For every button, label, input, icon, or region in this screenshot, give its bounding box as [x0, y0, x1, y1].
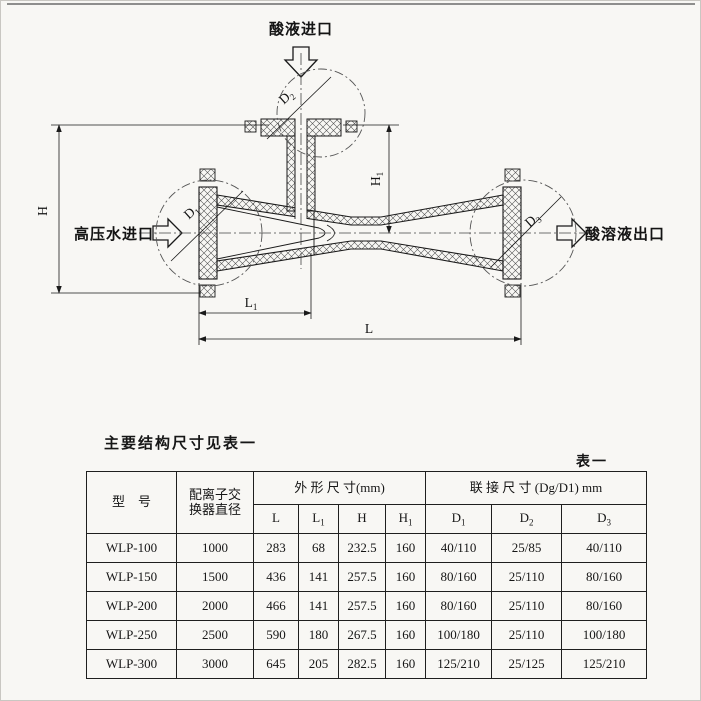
cell-D3: 80/160: [561, 562, 648, 592]
ejector-section-drawing: H H1 L1 L D1 D2 D3 酸液进口 高压水进口 酸溶液出口: [35, 20, 665, 345]
cell-L: 436: [253, 562, 299, 592]
col-header-L1: L1: [298, 504, 339, 534]
cell-diameter: 3000: [176, 649, 254, 679]
cell-D2: 25/125: [491, 649, 563, 679]
cell-model: WLP-200: [86, 591, 177, 621]
cell-L: 590: [253, 620, 299, 650]
cell-D3: 100/180: [561, 620, 648, 650]
cell-D1: 80/160: [425, 591, 493, 621]
cell-D3: 40/110: [561, 533, 648, 563]
cell-H1: 160: [384, 533, 427, 563]
col-header-connect-dims: 联 接 尺 寸 (Dg/D1) mm: [425, 471, 648, 505]
col-header-H: H: [338, 504, 386, 534]
bolt-circle-left: [155, 179, 263, 287]
leader-D2: [266, 76, 332, 140]
cell-model: WLP-150: [86, 562, 177, 592]
table-row: WLP-300 3000 645 205 282.5 160 125/210 2…: [86, 649, 648, 679]
cell-D2: 25/110: [491, 620, 563, 650]
outlet-label: 酸溶液出口: [585, 225, 665, 243]
cell-D3: 125/210: [561, 649, 648, 679]
dim-label-D2: D2: [276, 86, 298, 108]
cell-H1: 160: [384, 591, 427, 621]
cell-H: 282.5: [338, 649, 386, 679]
col-header-D2: D2: [491, 504, 563, 534]
cell-model: WLP-250: [86, 620, 177, 650]
acid-inlet-label: 酸液进口: [269, 20, 333, 38]
cell-D1: 40/110: [425, 533, 493, 563]
cell-L1: 141: [298, 562, 339, 592]
cell-D2: 25/85: [491, 533, 563, 563]
scan-edge-artifact: [7, 3, 695, 5]
cell-H: 257.5: [338, 591, 386, 621]
centerlines: [139, 53, 599, 269]
cell-D1: 100/180: [425, 620, 493, 650]
dim-label-H: H: [35, 206, 50, 216]
dim-label-L1: L1: [245, 295, 258, 312]
top-flange-right: [306, 118, 342, 137]
cell-L: 645: [253, 649, 299, 679]
leader-D1: [170, 190, 244, 262]
table-row: WLP-100 1000 283 68 232.5 160 40/110 25/…: [86, 533, 648, 563]
cell-D1: 125/210: [425, 649, 493, 679]
cell-model: WLP-100: [86, 533, 177, 563]
branch-bore-cut: [295, 205, 307, 219]
bolt-circle-right: [469, 179, 577, 287]
cell-diameter: 2000: [176, 591, 254, 621]
water-inlet-label: 高压水进口: [74, 225, 154, 243]
cell-H1: 160: [384, 620, 427, 650]
outlet-arrow-icon: [556, 217, 587, 249]
table-row: WLP-250 2500 590 180 267.5 160 100/180 2…: [86, 620, 648, 650]
dim-label-D3: D3: [522, 209, 544, 232]
cell-diameter: 1000: [176, 533, 254, 563]
cell-L1: 68: [298, 533, 339, 563]
cell-L1: 180: [298, 620, 339, 650]
col-header-D1: D1: [425, 504, 493, 534]
col-header-outline-dims: 外 形 尺 寸(mm): [252, 471, 427, 505]
cell-D3: 80/160: [561, 591, 648, 621]
table-number-label: 表一: [576, 455, 608, 470]
bolt-circles: [155, 68, 577, 287]
header-row-groups: 型 号 配离子交 换器直径 外 形 尺 寸(mm) 联 接 尺 寸 (Dg/D1…: [86, 471, 648, 534]
header-row-subcolumns: L L1 H H1 D1 D2 D3: [87, 504, 648, 534]
cell-L1: 141: [298, 591, 339, 621]
col-header-H1: H1: [384, 504, 427, 534]
col-header-model: 型 号: [86, 471, 177, 534]
bolt-circle-top: [276, 68, 366, 158]
cell-H: 257.5: [338, 562, 386, 592]
dim-label-H1: H1: [368, 172, 385, 186]
dimension-lines: [51, 76, 562, 345]
cell-D1: 80/160: [425, 562, 493, 592]
leader-D3: [490, 196, 562, 268]
table-row: WLP-200 2000 466 141 257.5 160 80/160 25…: [86, 591, 648, 621]
cell-model: WLP-300: [86, 649, 177, 679]
cell-L: 283: [253, 533, 299, 563]
col-header-L: L: [253, 504, 299, 534]
caption: 主要结构尺寸见表一: [104, 436, 258, 452]
top-flange-left: [260, 118, 296, 137]
cell-H1: 160: [384, 562, 427, 592]
cell-D2: 25/110: [491, 562, 563, 592]
cell-H1: 160: [384, 649, 427, 679]
bolt-studs: [199, 120, 521, 298]
table-row: WLP-150 1500 436 141 257.5 160 80/160 25…: [86, 562, 648, 592]
col-header-D3: D3: [561, 504, 648, 534]
cell-diameter: 2500: [176, 620, 254, 650]
cell-H: 267.5: [338, 620, 386, 650]
cell-D2: 25/110: [491, 591, 563, 621]
top-branch: [260, 118, 342, 219]
cell-diameter: 1500: [176, 562, 254, 592]
cell-L1: 205: [298, 649, 339, 679]
cell-H: 232.5: [338, 533, 386, 563]
dimensions-table: 型 号 配离子交 换器直径 外 形 尺 寸(mm) 联 接 尺 寸 (Dg/D1…: [86, 471, 648, 679]
technical-drawing: H H1 L1 L D1 D2 D3 酸液进口 高压水进口 酸溶液出口: [1, 1, 701, 411]
cell-L: 466: [253, 591, 299, 621]
dim-label-L: L: [365, 321, 373, 336]
col-header-exchanger-diameter: 配离子交 换器直径: [176, 471, 254, 534]
